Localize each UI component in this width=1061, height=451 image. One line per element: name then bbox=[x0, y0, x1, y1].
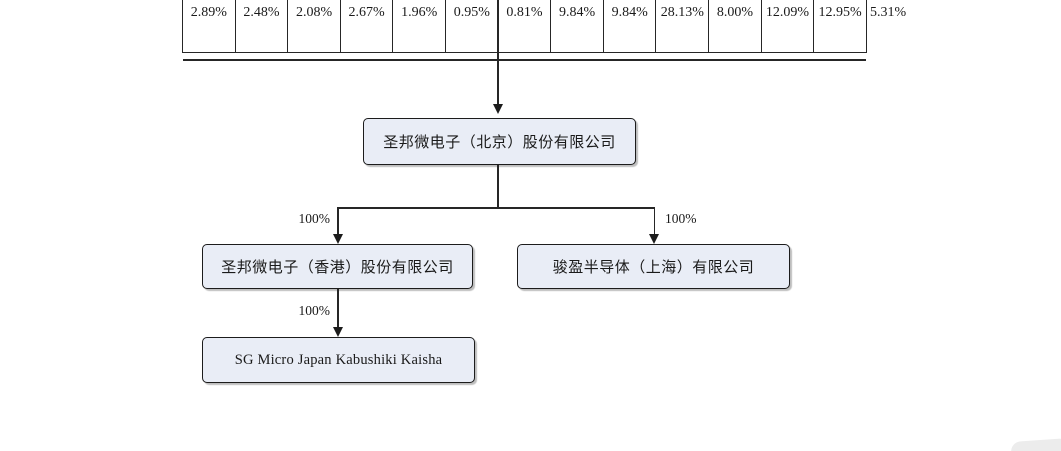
node-sg-micro-hongkong: 圣邦微电子（香港）股份有限公司 bbox=[202, 244, 473, 289]
arrowhead-down-icon bbox=[492, 104, 503, 114]
connector-stem-japan bbox=[337, 289, 339, 329]
arrowhead-down-icon bbox=[649, 234, 659, 244]
shareholding-cell: 28.13% bbox=[656, 0, 710, 53]
shareholding-cell: 0.81% bbox=[498, 0, 552, 53]
connector-rail-branch bbox=[337, 207, 656, 209]
edge-label-parent-shanghai: 100% bbox=[665, 211, 697, 226]
connector-rail-top bbox=[183, 59, 866, 61]
node-label: 骏盈半导体（上海）有限公司 bbox=[552, 260, 755, 276]
shareholding-cell: 12.95% bbox=[814, 0, 867, 53]
node-label: SG Micro Japan Kabushiki Kaisha bbox=[234, 351, 443, 368]
edge-label-hongkong-japan: 100% bbox=[298, 303, 331, 318]
connector-drop-hongkong bbox=[337, 207, 339, 235]
corner-artifact bbox=[1010, 437, 1061, 451]
node-junying-semiconductor-shanghai: 骏盈半导体（上海）有限公司 bbox=[517, 244, 790, 289]
shareholding-cell: 12.09% bbox=[761, 0, 815, 53]
shareholding-cell: 8.00% bbox=[709, 0, 762, 53]
shareholding-cell-cropped: 5.31% bbox=[870, 5, 907, 20]
edge-label-parent-hongkong: 100% bbox=[298, 211, 331, 226]
connector-stem-branch bbox=[497, 165, 499, 209]
shareholding-cell: 9.84% bbox=[551, 0, 604, 53]
node-sg-micro-japan: SG Micro Japan Kabushiki Kaisha bbox=[202, 337, 475, 383]
node-sg-micro-beijing: 圣邦微电子（北京）股份有限公司 bbox=[363, 118, 636, 165]
shareholding-percentages-row: 2.89% 2.48% 2.08% 2.67% 1.96% 0.95% 0.81… bbox=[182, 0, 867, 53]
shareholding-cell: 2.67% bbox=[340, 0, 394, 53]
shareholding-cell: 2.08% bbox=[288, 0, 341, 53]
connector-drop-shanghai bbox=[653, 207, 656, 235]
arrowhead-down-icon bbox=[332, 327, 343, 337]
shareholding-cell: 9.84% bbox=[603, 0, 657, 53]
node-label: 圣邦微电子（北京）股份有限公司 bbox=[383, 135, 616, 151]
connector-stem-parent bbox=[497, 0, 499, 105]
shareholding-cell: 0.95% bbox=[446, 0, 499, 53]
arrowhead-down-icon bbox=[332, 234, 343, 244]
shareholding-cell: 2.48% bbox=[235, 0, 289, 53]
shareholding-cell: 2.89% bbox=[182, 0, 236, 53]
shareholding-cell: 1.96% bbox=[393, 0, 447, 53]
node-label: 圣邦微电子（香港）股份有限公司 bbox=[221, 260, 454, 276]
